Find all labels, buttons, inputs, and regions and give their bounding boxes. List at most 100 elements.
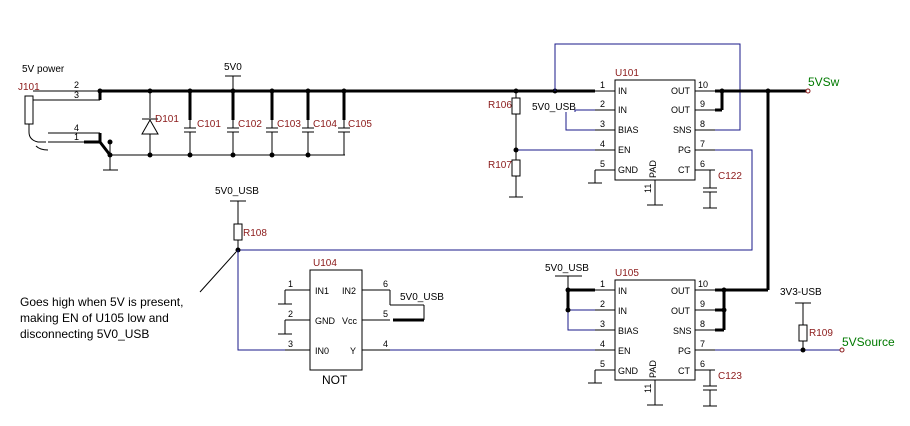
r108-usb-label: 5V0_USB	[215, 186, 259, 197]
c101-ref: C101	[197, 119, 221, 130]
rail-junctions	[97, 88, 558, 158]
u104-pin-name-vcc: Vcc	[342, 316, 358, 326]
r106-r107-divider	[509, 91, 523, 198]
d101-ref: D101	[155, 114, 179, 125]
u101-pin-name-bias: BIAS	[618, 125, 639, 135]
c123-ref: C123	[718, 371, 742, 382]
u101-pin-name-sns: SNS	[673, 125, 692, 135]
u101-pin-num-2: 2	[600, 99, 605, 109]
u104-type-label: NOT	[322, 373, 348, 387]
u101-pin-name-out1: OUT	[671, 86, 691, 96]
u104-body	[309, 269, 363, 371]
u105-bias-wire	[567, 309, 595, 331]
net-5vsw-label: 5VSw	[808, 75, 840, 89]
note-pointer	[199, 251, 237, 293]
u101-gnd-ground	[588, 170, 602, 184]
u101-pin-num-5: 5	[600, 159, 605, 169]
u101-pin-num-3: 3	[600, 119, 605, 129]
u105-pin-name-pad: PAD	[648, 360, 658, 378]
u105-pin-num-2: 2	[600, 299, 605, 309]
u105-pin-name-gnd: GND	[618, 366, 639, 376]
u105-out2-junction	[721, 307, 727, 313]
u101-left-pin-wires	[595, 90, 615, 171]
u101-out-junction	[719, 88, 725, 94]
u105-out-junction	[721, 287, 727, 293]
u105-usb-label: 5V0_USB	[545, 263, 589, 274]
j101-pin-wires	[33, 90, 100, 143]
j101-pin-1: 1	[74, 132, 79, 142]
u105-ref: U105	[615, 268, 639, 279]
u101-pin-num-7: 7	[700, 139, 705, 149]
u101-pin-num-10: 10	[698, 80, 708, 90]
u104-pin-name-in0: IN0	[315, 346, 329, 356]
u105-in-thick	[566, 288, 595, 310]
u105-pin-num-6: 6	[700, 359, 705, 369]
r106-ref: R106	[488, 100, 512, 111]
u105-pin-name-sns: SNS	[673, 326, 692, 336]
c104-ref: C104	[313, 119, 337, 130]
u104-pin-num-4: 4	[383, 339, 388, 349]
u101-pin-name-out2: OUT	[671, 105, 691, 115]
u104-pin-num-1: 1	[288, 279, 293, 289]
u105-pin-name-in1: IN	[618, 286, 627, 296]
u104-in0-wire	[237, 250, 305, 351]
5vsource-port	[839, 347, 845, 353]
u105-pin-name-out2: OUT	[671, 306, 691, 316]
j101-ref: J101	[18, 82, 40, 93]
u105-pin-num-7: 7	[700, 339, 705, 349]
c122-ref: C122	[718, 171, 742, 182]
u104-ref: U104	[313, 258, 337, 269]
u104-pin-num-2: 2	[288, 309, 293, 319]
u105-pin-num-9: 9	[700, 299, 705, 309]
u104-pin-name-y: Y	[350, 346, 356, 356]
u104-pin-name-in2: IN2	[342, 286, 356, 296]
u101-pin-name-in2: IN	[618, 105, 627, 115]
u105-in-junction	[565, 287, 571, 293]
j101-pin-4: 4	[74, 123, 79, 133]
u105-pin-name-ct: CT	[678, 366, 690, 376]
u101-right-pin-wires	[695, 90, 715, 171]
c103-ref: C103	[277, 119, 301, 130]
u105-pin-num-5: 5	[600, 359, 605, 369]
u104-usb-label: 5V0_USB	[400, 292, 444, 303]
u101-bias-wire	[565, 109, 595, 131]
c123-symbol	[703, 369, 717, 407]
u104-pin-name-gnd: GND	[315, 316, 336, 326]
u104-pin-name-in1: IN1	[315, 286, 329, 296]
diode-d101-symbol	[141, 91, 159, 155]
c122-symbol	[703, 169, 717, 209]
u104-pin-num-5: 5	[383, 309, 388, 319]
divider-junction	[513, 147, 519, 153]
u101-pad-ground	[647, 180, 663, 206]
u105-pin-name-bias: BIAS	[618, 326, 639, 336]
u105-pin-num-11: 11	[643, 384, 653, 393]
u101-pin-num-4: 4	[600, 139, 605, 149]
r107-ref: R107	[488, 160, 512, 171]
rail-5v0-label: 5V0	[224, 62, 242, 73]
u105-pin-num-10: 10	[698, 279, 708, 289]
u101-pg-wire	[238, 149, 753, 251]
u104-pin-num-6: 6	[383, 279, 388, 289]
r109-ref: R109	[809, 328, 833, 339]
barrel-jack-symbol	[24, 95, 49, 151]
u101-pin-name-pg: PG	[678, 145, 691, 155]
u101-pin-num-6: 6	[700, 159, 705, 169]
u105-gnd-ground	[588, 370, 602, 384]
u105-pin-name-en: EN	[618, 346, 631, 356]
c102-ref: C102	[238, 119, 262, 130]
j101-pin-3: 3	[74, 90, 79, 100]
u105-left-pin-wires	[595, 289, 615, 371]
j101-pin-2: 2	[74, 80, 79, 90]
u101-pin-num-8: 8	[700, 119, 705, 129]
u101-pin-name-ct: CT	[678, 165, 690, 175]
r109-3v3-label: 3V3-USB	[780, 287, 822, 298]
u101-pin-name-en: EN	[618, 145, 631, 155]
u101-pin-num-11: 11	[643, 184, 653, 193]
c105-ref: C105	[348, 119, 372, 130]
u104-pin-wires	[278, 289, 391, 351]
note-line-3: disconnecting 5V0_USB	[20, 327, 149, 341]
u101-sns-loop-wire	[554, 43, 741, 131]
u105-in2-junction	[565, 307, 571, 313]
u105-pin-name-out1: OUT	[671, 286, 691, 296]
power-label: 5V power	[22, 64, 65, 75]
